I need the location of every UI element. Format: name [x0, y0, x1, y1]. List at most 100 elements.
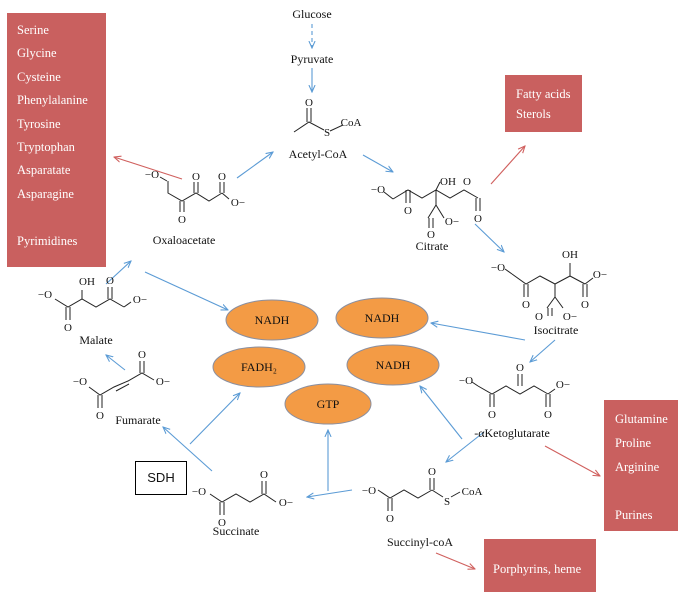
atom-o: O — [474, 213, 482, 225]
gtp-ellipse — [284, 383, 372, 425]
arrow-oxaloacetate-acetylcoa — [236, 152, 273, 179]
arrow-succinate-fadh2 — [189, 393, 240, 445]
box-item: Pyrimidines — [17, 233, 78, 248]
skeletal-structures — [54, 108, 594, 515]
atom-o: O — [581, 299, 589, 311]
atom-o: O — [522, 299, 530, 311]
pathway-arrows — [105, 24, 556, 497]
amino-acids-box: Serine Glycine Cysteine Phenylalanine Ty… — [7, 13, 106, 267]
label-isocitrate: Isocitrate — [534, 323, 579, 337]
arrow-ketoglutarate-nadh — [420, 386, 463, 440]
box-item: Glycine — [17, 46, 57, 61]
atom-o-minus: −O — [38, 289, 52, 301]
atom-o-minus: −O — [371, 184, 385, 196]
box-item: Tryptophan — [17, 140, 75, 155]
box-item: Arginine — [615, 460, 660, 474]
arrow-citrate-isocitrate — [474, 223, 504, 252]
box-item: Glutamine — [615, 412, 668, 426]
atom-o-minus: −O — [491, 262, 505, 274]
label-citrate: Citrate — [416, 239, 449, 253]
arrow-fumarate-malate — [106, 355, 126, 371]
arrow-malate-nadh — [144, 271, 228, 310]
atom-o: O — [428, 466, 436, 478]
atom-o-minus: −O — [145, 169, 159, 181]
atom-o-minus: −O — [192, 486, 206, 498]
arrow-malate-oxaloacetate — [105, 261, 131, 285]
atom-oh: OH — [562, 249, 578, 261]
atom-o: O — [544, 409, 552, 421]
box-item: Proline — [615, 436, 652, 450]
box-item: Asparagine — [17, 186, 74, 201]
atom-o: O — [178, 214, 186, 226]
box-item — [17, 206, 106, 229]
atom-o-minus: O− — [563, 311, 577, 323]
glutamine-box: Glutamine Proline Arginine Purines — [604, 400, 678, 531]
label-malate: Malate — [79, 333, 112, 347]
atom-o-minus: O− — [133, 294, 147, 306]
atom-o: O — [192, 171, 200, 183]
cofactor-gtp: GTP — [317, 397, 340, 411]
arrow-acetylcoa-citrate — [362, 154, 393, 172]
atom-o: O — [535, 311, 543, 323]
atom-oh: OH — [79, 276, 95, 288]
porphyrins-box: Porphyrins, heme — [484, 539, 596, 592]
fatty-acids-box: Fatty acids Sterols — [505, 75, 582, 132]
label-succinate: Succinate — [213, 524, 260, 538]
atom-o: O — [463, 176, 471, 188]
box-item: Porphyrins, heme — [493, 562, 582, 576]
nadh-ellipse-lower — [346, 344, 440, 386]
export-arrows — [114, 146, 600, 569]
label-pyruvate: Pyruvate — [291, 52, 334, 66]
cofactor-nadh-left: NADH — [255, 313, 290, 327]
label-ketoglutarate: -αKetoglutarate — [474, 426, 550, 440]
box-item: Asparatate — [17, 163, 71, 178]
atom-coa: CoA — [341, 117, 362, 129]
arrow-succinate-fumarate — [163, 427, 213, 472]
sdh-enzyme-box: SDH — [135, 461, 187, 495]
cofactor-nadh-right: NADH — [365, 311, 400, 325]
box-item: Cysteine — [17, 69, 61, 84]
atom-o: O — [138, 349, 146, 361]
arrow-isocitrate-nadh — [431, 323, 526, 341]
box-item — [615, 479, 678, 503]
arrow-to-amino-acids — [114, 157, 183, 180]
box-item: Phenylalanine — [17, 93, 88, 108]
box-item: Tyrosine — [17, 116, 61, 131]
arrow-to-fatty-acids — [490, 146, 525, 185]
box-item: Purines — [615, 508, 653, 522]
atom-o: O — [218, 517, 226, 529]
atom-o-minus: O− — [279, 497, 293, 509]
atom-coa: CoA — [462, 486, 483, 498]
arrow-to-porphyrins — [435, 552, 475, 569]
nadh-ellipse-right — [335, 297, 429, 339]
atom-o: O — [106, 275, 114, 287]
label-acetyl-coa: Acetyl-CoA — [289, 147, 348, 161]
atom-o: O — [96, 410, 104, 422]
atom-o-minus: O− — [593, 269, 607, 281]
arrow-ketoglutarate-succinylcoa — [446, 431, 485, 462]
atom-o-minus: −O — [459, 375, 473, 387]
box-item: Sterols — [516, 107, 551, 121]
atom-o-minus: −O — [362, 485, 376, 497]
atom-o: O — [427, 229, 435, 241]
atom-o-minus: O− — [231, 197, 245, 209]
box-item: Fatty acids — [516, 87, 571, 101]
atom-s: S — [324, 127, 330, 139]
atom-o: O — [516, 362, 524, 374]
label-succinyl-coa: Succinyl-coA — [387, 535, 453, 549]
nadh-ellipse-left — [225, 299, 319, 341]
cofactor-fadh2: FADH₂ — [241, 360, 277, 374]
cofactor-nadh-lower: NADH — [376, 358, 411, 372]
atom-o-minus: −O — [73, 376, 87, 388]
atom-o: O — [64, 322, 72, 334]
fadh2-ellipse — [212, 346, 306, 388]
atom-o: O — [305, 97, 313, 109]
atom-o-minus: O− — [556, 379, 570, 391]
atom-o-minus: O− — [445, 216, 459, 228]
arrow-isocitrate-ketoglutarate — [530, 339, 556, 362]
label-fumarate: Fumarate — [115, 413, 160, 427]
arrow-to-glutamine — [544, 445, 600, 476]
atom-o: O — [218, 171, 226, 183]
atom-o-minus: O− — [156, 376, 170, 388]
